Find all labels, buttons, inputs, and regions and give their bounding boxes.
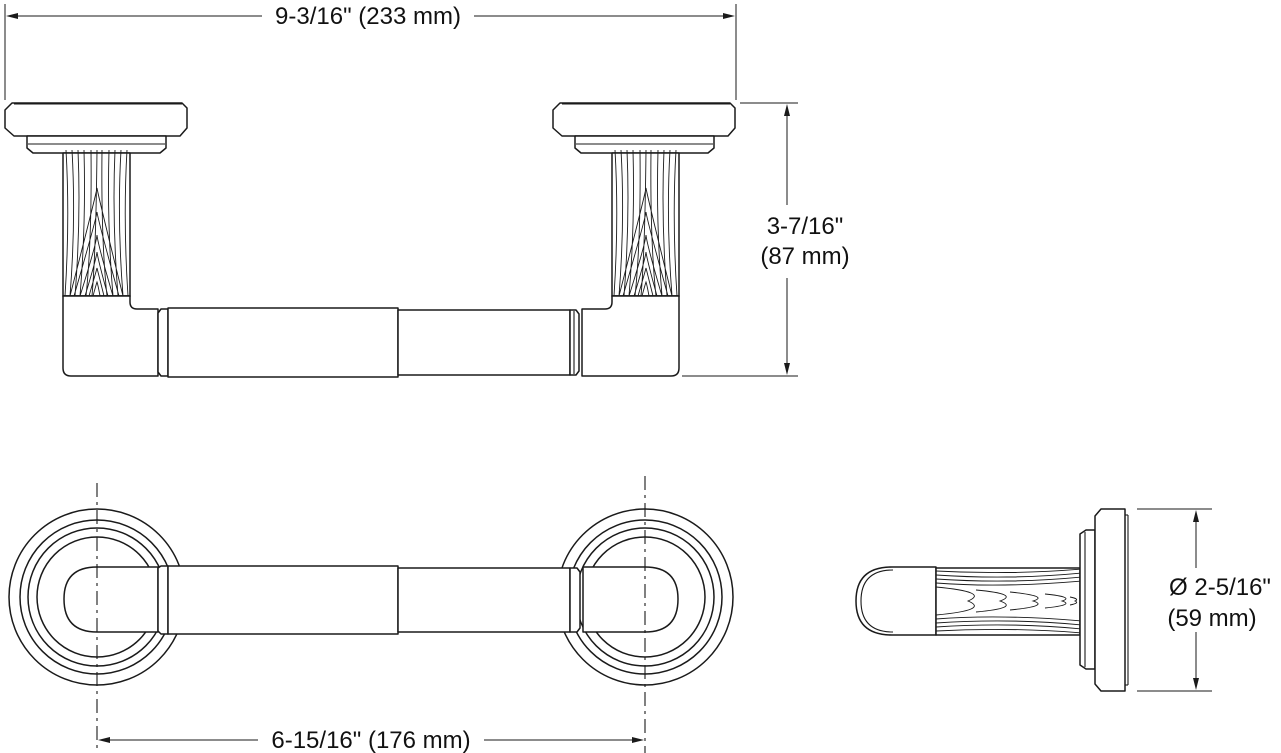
top-view: 6-15/16" (176 mm): [8, 476, 734, 753]
center-to-center-dimension: 6-15/16" (176 mm): [98, 726, 644, 753]
projection-metric-label: (87 mm): [760, 243, 849, 270]
roller-bar: [157, 307, 580, 378]
projection-imperial-label: 3-7/16": [767, 213, 844, 240]
overall-width-label: 9-3/16" (233 mm): [275, 3, 461, 30]
diameter-metric-label: (59 mm): [1167, 605, 1256, 632]
center-to-center-label: 6-15/16" (176 mm): [271, 727, 470, 753]
rosette-diameter-dimension: Ø 2-5/16" (59 mm): [1137, 508, 1271, 692]
left-textured-post: [62, 150, 131, 297]
right-textured-post: [611, 150, 680, 297]
left-elbow: [62, 295, 159, 377]
diameter-imperial-label: Ø 2-5/16": [1169, 574, 1271, 601]
left-arm-top: [63, 566, 159, 633]
right-elbow: [581, 295, 680, 377]
side-textured-post: [935, 567, 1081, 636]
projection-dimension: 3-7/16" (87 mm): [682, 102, 850, 377]
overall-width-dimension: 9-3/16" (233 mm): [4, 3, 737, 100]
left-mounting-flange: [4, 102, 188, 154]
front-view: 9-3/16" (233 mm): [4, 3, 850, 378]
right-arm-top: [582, 566, 679, 633]
side-rosette: [1079, 508, 1129, 692]
roller-bar-top: [157, 565, 581, 635]
side-end-cap: [855, 566, 937, 636]
right-mounting-flange: [552, 102, 736, 154]
side-view: Ø 2-5/16" (59 mm): [855, 508, 1271, 692]
